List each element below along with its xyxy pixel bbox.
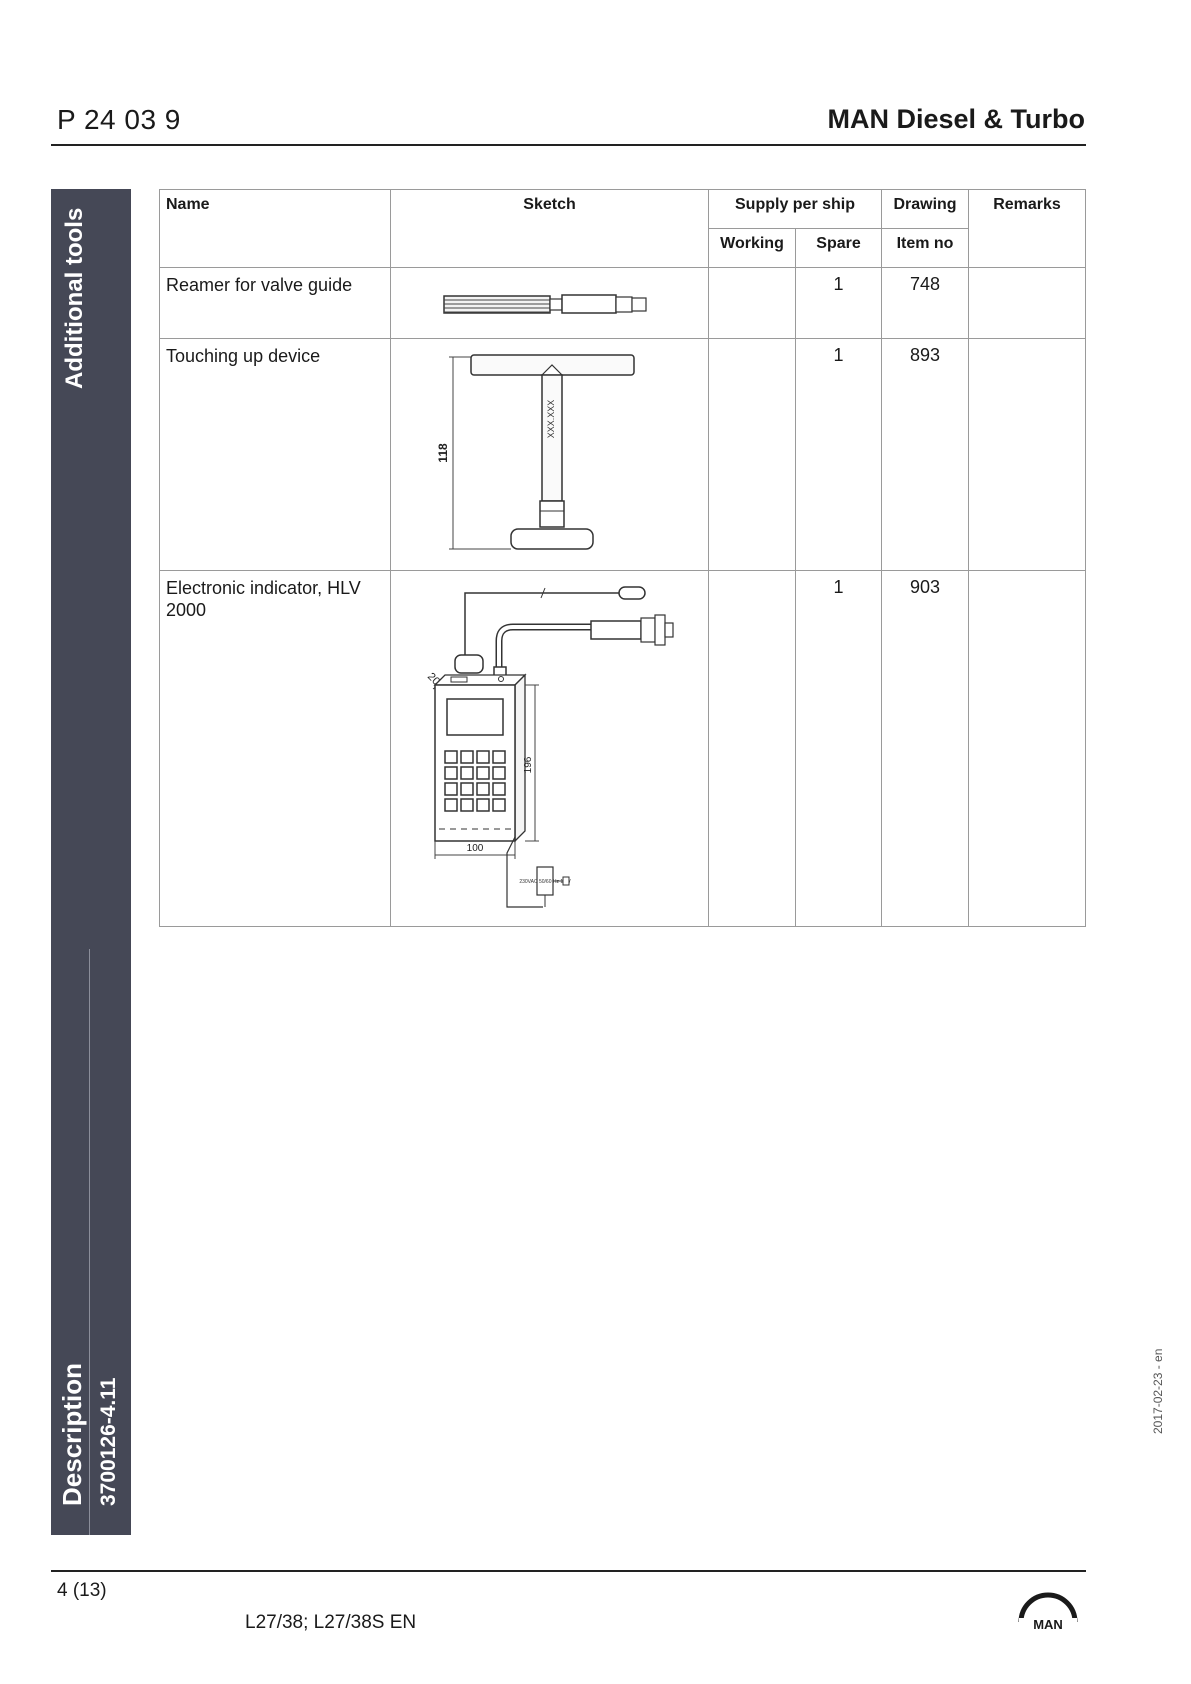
- row-working: [708, 570, 796, 927]
- header-working: Working: [708, 228, 796, 268]
- sidebar-section-label: Description: [57, 1362, 87, 1506]
- brand-title: MAN Diesel & Turbo: [827, 104, 1085, 134]
- touching-up-drawing: 118 XXX.XXX: [436, 354, 635, 550]
- indicator-height-label: 196: [523, 756, 534, 773]
- page-number: 4 (13): [57, 1580, 107, 1601]
- tools-table: Name Sketch Supply per ship Drawing Rema…: [159, 189, 1087, 927]
- man-logo: MAN: [1018, 1592, 1078, 1632]
- engine-type: L27/38; L27/38S EN: [245, 1612, 417, 1633]
- footer-rule: [51, 1570, 1086, 1572]
- sidebar-divider: [89, 949, 90, 1535]
- row-spare: 1: [794, 570, 883, 927]
- row-remarks: [968, 570, 1087, 927]
- indicator-plug-label: 230VAC 50/60 Hz 13W: [519, 879, 571, 885]
- row-spare: 1: [794, 267, 883, 339]
- sidebar: Additional tools Description 3700126-4.1…: [51, 189, 131, 1535]
- row-remarks: [968, 267, 1087, 339]
- header-name: Name: [159, 189, 391, 268]
- row-remarks: [968, 338, 1087, 571]
- header-supply: Supply per ship: [707, 189, 883, 229]
- row-working: [708, 267, 796, 339]
- table-row: Touching up device 118 XXX.XXX 1: [159, 338, 1087, 571]
- document-id: P 24 03 9: [57, 104, 181, 135]
- row-name: Touching up device: [159, 338, 391, 571]
- header-spare: Spare: [794, 228, 883, 268]
- sketch-electronic-indicator: 20: [390, 570, 709, 927]
- touching-mark-label: XXX.XXX: [546, 400, 556, 439]
- reamer-drawing: [443, 294, 647, 314]
- header-item-no: Item no: [881, 228, 970, 268]
- table-row: Reamer for valve guide 1 748: [159, 267, 1087, 339]
- row-item-no: 903: [881, 570, 970, 927]
- row-name: Electronic indicator, HLV 2000: [159, 570, 391, 927]
- footer-date: 2017-02-23 - en: [1151, 1348, 1165, 1434]
- header-remarks: Remarks: [968, 189, 1087, 268]
- header-rule: [51, 144, 1086, 146]
- sketch-reamer: [390, 267, 709, 339]
- touching-height-label: 118: [436, 443, 450, 463]
- header-drawing: Drawing: [881, 189, 970, 229]
- row-item-no: 748: [881, 267, 970, 339]
- indicator-drawing: 20: [425, 586, 674, 908]
- sidebar-doc-code: 3700126-4.11: [97, 1377, 120, 1506]
- row-working: [708, 338, 796, 571]
- row-name: Reamer for valve guide: [159, 267, 391, 339]
- header-sketch: Sketch: [390, 189, 709, 268]
- row-item-no: 893: [881, 338, 970, 571]
- row-spare: 1: [794, 338, 883, 571]
- logo-text: MAN: [1033, 1617, 1063, 1632]
- indicator-width-label: 100: [467, 843, 484, 854]
- sketch-touching-up: 118 XXX.XXX: [390, 338, 709, 571]
- sidebar-category-label: Additional tools: [61, 207, 88, 389]
- table-row: Electronic indicator, HLV 2000: [159, 570, 1087, 927]
